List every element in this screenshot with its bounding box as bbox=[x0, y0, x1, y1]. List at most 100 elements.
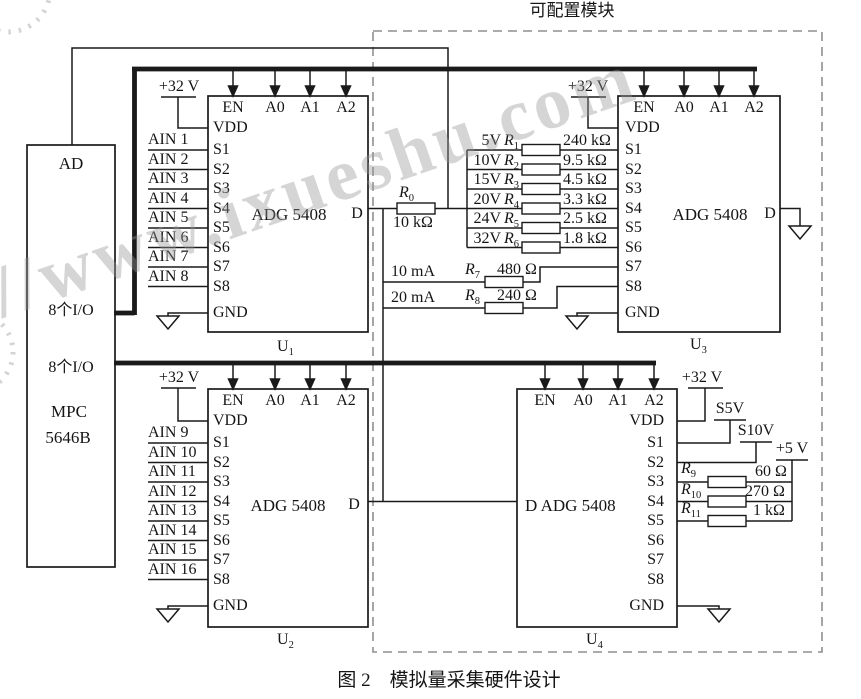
u1-pin-a0: A0 bbox=[265, 99, 285, 116]
r0-value: 10 kΩ bbox=[393, 214, 433, 231]
r6-value: 1.8 kΩ bbox=[563, 229, 607, 247]
u3-pin-a1: A1 bbox=[709, 99, 729, 116]
u4-pin-vdd: VDD bbox=[629, 412, 664, 429]
u4-pin-s2: S2 bbox=[647, 453, 664, 471]
r2-ref-designator: R2 bbox=[504, 151, 520, 172]
u3-pin-s4: S4 bbox=[625, 199, 642, 217]
ad-title: AD bbox=[58, 154, 84, 173]
u3-pin-a2: A2 bbox=[744, 99, 764, 116]
r7-value: 480 Ω bbox=[497, 261, 537, 278]
u4-pin-s6: S6 bbox=[647, 531, 664, 549]
ain16-label: AIN 16 bbox=[148, 560, 197, 578]
u1-pin-gnd: GND bbox=[213, 304, 248, 321]
u3-pin-s5: S5 bbox=[625, 219, 642, 236]
u1-pin-vdd: VDD bbox=[213, 119, 248, 136]
r6-ref-designator: R6 bbox=[504, 229, 520, 250]
u2-pin-a0: A0 bbox=[265, 392, 285, 409]
current-tap-10ma: 10 mA bbox=[391, 263, 435, 280]
u2-pin-s2: S2 bbox=[213, 453, 230, 471]
ain15-label: AIN 15 bbox=[148, 541, 197, 558]
s5v-tap-label: S5V bbox=[715, 400, 745, 417]
u2-pin-s3: S3 bbox=[213, 473, 230, 490]
u3-pin-en: EN bbox=[633, 99, 655, 116]
u1-ref-designator: U1 bbox=[277, 338, 294, 358]
chip-bodies bbox=[207, 95, 781, 628]
u4-pin-s8: S8 bbox=[647, 570, 664, 588]
u2-pin-en: EN bbox=[222, 392, 244, 409]
ain3-label: AIN 3 bbox=[148, 170, 189, 187]
ad-mcu-name-line2: 5646B bbox=[45, 428, 91, 447]
u2-pin-s4: S4 bbox=[213, 492, 230, 510]
ain11-label: AIN 11 bbox=[148, 463, 196, 480]
r4-value: 3.3 kΩ bbox=[563, 190, 607, 208]
ain5-label: AIN 5 bbox=[148, 209, 189, 226]
u4-supply-label: +32 V bbox=[681, 369, 723, 386]
u2-pin-s8: S8 bbox=[213, 570, 230, 588]
u1-pin-a2: A2 bbox=[336, 99, 356, 116]
u4-pin-s5: S5 bbox=[647, 512, 664, 529]
r11-ref-designator: R11 bbox=[681, 500, 701, 520]
current-tap-20ma: 20 mA bbox=[391, 289, 435, 306]
u4-pin-a2: A2 bbox=[644, 392, 664, 409]
u4-pin-gnd: GND bbox=[629, 597, 664, 614]
ain10-label: AIN 10 bbox=[148, 443, 197, 461]
u2-pin-s1: S1 bbox=[213, 434, 230, 451]
u1-part-number: ADG 5408 bbox=[251, 205, 327, 224]
watermark-dots bbox=[0, 0, 52, 385]
u3-pin-s7: S7 bbox=[625, 258, 642, 275]
u3-pin-s2: S2 bbox=[625, 160, 642, 178]
u3-ref-designator: U3 bbox=[690, 336, 707, 356]
ground-symbols bbox=[155, 225, 813, 624]
r7-ref-designator: R7 bbox=[465, 261, 481, 281]
u3-pin-s3: S3 bbox=[625, 180, 642, 197]
r11-value: 1 kΩ bbox=[753, 502, 785, 519]
r9-ref-designator: R9 bbox=[681, 460, 697, 480]
u1-pin-s5: S5 bbox=[213, 219, 230, 236]
ad-mcu-name-line1: MPC bbox=[51, 402, 87, 421]
u1-pin-s6: S6 bbox=[213, 238, 230, 256]
ain8-label: AIN 8 bbox=[148, 267, 189, 285]
ain7-label: AIN 7 bbox=[148, 248, 189, 265]
r8-value: 240 Ω bbox=[497, 287, 537, 304]
u1-supply-label: +32 V bbox=[158, 78, 200, 95]
resistor-bodies bbox=[396, 143, 747, 528]
io-bus-top bbox=[114, 66, 757, 316]
ain2-label: AIN 2 bbox=[148, 150, 189, 168]
r1-ref-designator: R1 bbox=[504, 132, 520, 152]
r10-ref-designator: R10 bbox=[681, 481, 702, 501]
u2-part-number: ADG 5408 bbox=[250, 496, 326, 515]
r8-ref-designator: R8 bbox=[465, 287, 481, 307]
divider-tap-32v: 32V bbox=[473, 229, 501, 247]
configurable-module-box bbox=[372, 30, 823, 653]
u2-supply-label: +32 V bbox=[158, 369, 200, 386]
bus-arrows bbox=[227, 71, 760, 391]
u2-pin-s5: S5 bbox=[213, 512, 230, 529]
ain14-label: AIN 14 bbox=[148, 521, 197, 539]
u3-pin-a0: A0 bbox=[674, 99, 694, 116]
divider-tap-10v: 10V bbox=[473, 151, 501, 169]
r3-ref-designator: R3 bbox=[504, 171, 520, 191]
u4-pin-s4: S4 bbox=[647, 492, 664, 510]
s10v-tap-label: S10V bbox=[737, 422, 775, 439]
u2-pin-a2: A2 bbox=[336, 392, 356, 409]
u3-pin-gnd: GND bbox=[625, 304, 660, 321]
u2-ref-designator: U2 bbox=[277, 631, 294, 651]
u3-pin-d: D bbox=[764, 205, 776, 222]
r2-value: 9.5 kΩ bbox=[563, 151, 607, 169]
divider-tap-5v: 5V bbox=[481, 132, 501, 149]
u1-pin-d: D bbox=[351, 205, 363, 222]
u3-pin-s1: S1 bbox=[625, 141, 642, 158]
u1-pin-a1: A1 bbox=[300, 99, 320, 116]
u4-ref-designator: U4 bbox=[586, 631, 603, 651]
plus5v-supply-label: +5 V bbox=[775, 440, 809, 457]
ain12-label: AIN 12 bbox=[148, 482, 197, 500]
u1-pin-en: EN bbox=[222, 99, 244, 116]
ain13-label: AIN 13 bbox=[148, 502, 197, 519]
u3-pin-vdd: VDD bbox=[625, 119, 660, 136]
u2-pin-s6: S6 bbox=[213, 531, 230, 549]
r10-value: 270 Ω bbox=[745, 483, 785, 500]
r3-value: 4.5 kΩ bbox=[563, 171, 607, 188]
u1-pin-s8: S8 bbox=[213, 277, 230, 295]
u4-pin-en: EN bbox=[534, 392, 556, 409]
